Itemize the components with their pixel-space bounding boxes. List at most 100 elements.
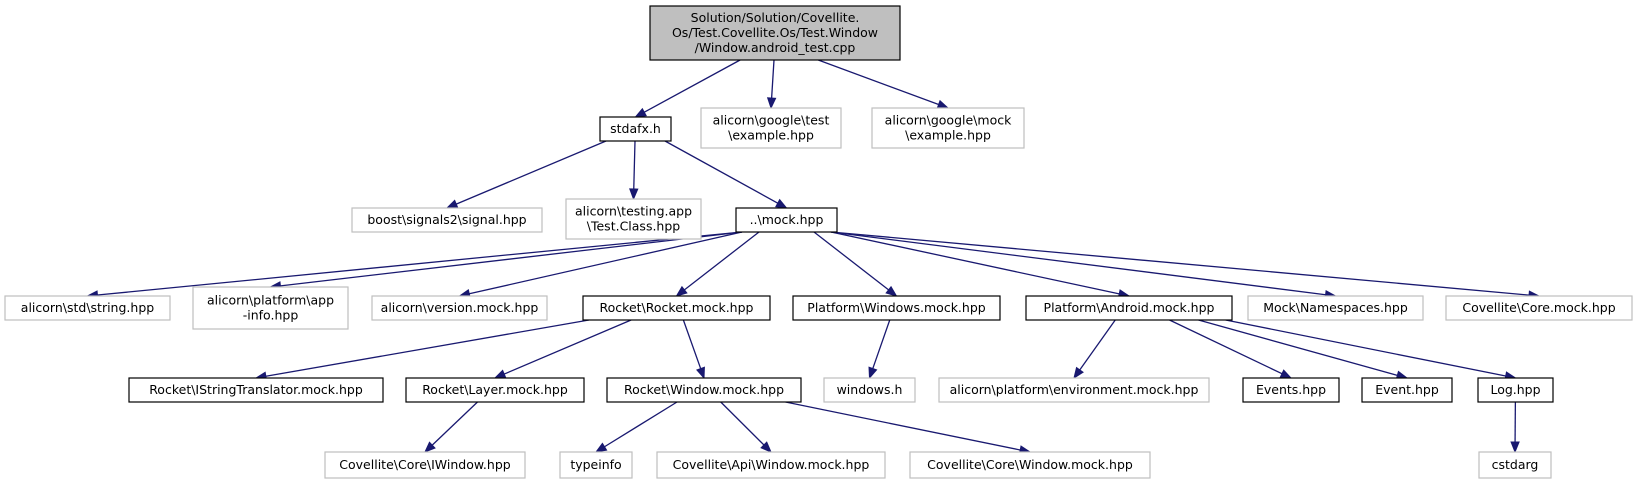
node-label: Covellite\Core\IWindow.hpp bbox=[339, 457, 510, 472]
node-box bbox=[351, 207, 543, 233]
edge-mock-to-rocket bbox=[684, 231, 760, 291]
node-box bbox=[1477, 377, 1554, 403]
edge-arrowhead bbox=[424, 441, 436, 453]
node-label: alicorn\testing.app bbox=[575, 204, 692, 219]
edge-rocket-to-rwindow bbox=[682, 319, 702, 369]
node-rocket[interactable]: Rocket\Rocket.mock.hpp bbox=[582, 295, 771, 321]
edge-mock-to-appinfo bbox=[280, 231, 743, 287]
node-label: boost\signals2\signal.hpp bbox=[367, 212, 526, 227]
node-label: Rocket\Rocket.mock.hpp bbox=[600, 300, 754, 315]
node-box bbox=[649, 5, 901, 61]
edge-android-to-log bbox=[1225, 319, 1506, 377]
node-layer[interactable]: Rocket\Layer.mock.hpp bbox=[405, 377, 585, 403]
edge-arrowhead bbox=[766, 97, 777, 110]
node-rwindow[interactable]: Rocket\Window.mock.hpp bbox=[606, 377, 802, 403]
node-label: Rocket\IStringTranslator.mock.hpp bbox=[149, 382, 363, 397]
edge-rwindow-to-apiwindow bbox=[720, 401, 765, 446]
edge-rocket-to-layer bbox=[503, 319, 632, 375]
node-label: /Window.android_test.cpp bbox=[695, 40, 856, 55]
node-stdafx[interactable]: stdafx.h bbox=[599, 116, 672, 142]
edge-rwindow-to-corewindow bbox=[785, 401, 1021, 451]
edge-rocket-to-istring bbox=[265, 319, 590, 377]
node-box bbox=[128, 377, 384, 403]
node-string[interactable]: alicorn\std\string.hpp bbox=[4, 295, 171, 321]
node-label: alicorn\google\mock bbox=[885, 113, 1012, 128]
edge-arrowhead bbox=[696, 366, 705, 380]
node-label: cstdarg bbox=[1492, 457, 1539, 472]
node-label: alicorn\std\string.hpp bbox=[21, 300, 154, 315]
node-label: Solution/Solution/Covellite. bbox=[691, 10, 860, 25]
node-log[interactable]: Log.hpp bbox=[1477, 377, 1554, 403]
node-box bbox=[192, 286, 349, 330]
node-label: Covellite\Api\Window.mock.hpp bbox=[673, 457, 870, 472]
node-testclass[interactable]: alicorn\testing.app\Test.Class.hpp bbox=[565, 198, 702, 240]
node-box bbox=[582, 295, 771, 321]
node-version[interactable]: alicorn\version.mock.hpp bbox=[371, 295, 548, 321]
node-appinfo[interactable]: alicorn\platform\app-info.hpp bbox=[192, 286, 349, 330]
edge-root-to-gmock bbox=[818, 59, 939, 106]
node-istring[interactable]: Rocket\IStringTranslator.mock.hpp bbox=[128, 377, 384, 403]
edge-arrowhead bbox=[634, 107, 647, 118]
node-iwindow[interactable]: Covellite\Core\IWindow.hpp bbox=[324, 451, 526, 479]
node-box bbox=[405, 377, 585, 403]
node-box bbox=[4, 295, 171, 321]
node-box bbox=[871, 107, 1025, 149]
edge-android-to-envmock bbox=[1079, 319, 1116, 371]
node-mock[interactable]: ..\mock.hpp bbox=[735, 207, 838, 233]
node-box bbox=[371, 295, 548, 321]
node-label: Os/Test.Covellite.Os/Test.Window bbox=[672, 25, 878, 40]
node-label: alicorn\google\test bbox=[713, 113, 830, 128]
node-corewindow[interactable]: Covellite\Core\Window.mock.hpp bbox=[909, 451, 1151, 479]
node-label: Events.hpp bbox=[1256, 382, 1326, 397]
node-gmock[interactable]: alicorn\google\mock\example.hpp bbox=[871, 107, 1025, 149]
node-label: Rocket\Layer.mock.hpp bbox=[422, 382, 568, 397]
node-winmock[interactable]: Platform\Windows.mock.hpp bbox=[792, 295, 1001, 321]
node-label: \example.hpp bbox=[728, 128, 814, 143]
edge-arrowhead bbox=[885, 285, 898, 297]
edge-arrowhead bbox=[629, 188, 639, 201]
node-root[interactable]: Solution/Solution/Covellite.Os/Test.Cove… bbox=[649, 5, 901, 61]
edge-mock-to-coremock bbox=[830, 231, 1530, 296]
edge-arrowhead bbox=[936, 99, 950, 109]
edge-arrowhead bbox=[445, 199, 459, 209]
edge-mock-to-version bbox=[469, 231, 743, 295]
node-label: ..\mock.hpp bbox=[750, 212, 824, 227]
node-android[interactable]: Platform\Android.mock.hpp bbox=[1025, 295, 1233, 321]
edge-root-to-stdafx bbox=[643, 59, 741, 113]
node-box bbox=[324, 451, 526, 479]
edge-arrowhead bbox=[493, 369, 507, 379]
edge-arrowhead bbox=[775, 198, 788, 209]
edge-arrowhead bbox=[1073, 366, 1084, 380]
node-apiwindow[interactable]: Covellite\Api\Window.mock.hpp bbox=[656, 451, 886, 479]
edge-winmock-to-windowsh bbox=[872, 319, 891, 369]
node-label: alicorn\version.mock.hpp bbox=[381, 300, 539, 315]
node-windowsh[interactable]: windows.h bbox=[823, 377, 916, 403]
node-box bbox=[735, 207, 838, 233]
node-box bbox=[1361, 377, 1453, 403]
edge-layer-to-iwindow bbox=[431, 401, 478, 446]
node-event[interactable]: Event.hpp bbox=[1361, 377, 1453, 403]
node-signal[interactable]: boost\signals2\signal.hpp bbox=[351, 207, 543, 233]
node-label: Platform\Android.mock.hpp bbox=[1044, 300, 1215, 315]
edge-arrowhead bbox=[1279, 369, 1293, 379]
node-typeinfo[interactable]: typeinfo bbox=[559, 451, 633, 479]
node-events[interactable]: Events.hpp bbox=[1242, 377, 1340, 403]
edge-mock-to-namespaces bbox=[830, 231, 1326, 296]
edge-android-to-events bbox=[1169, 319, 1283, 375]
node-gtest[interactable]: alicorn\google\test\example.hpp bbox=[700, 107, 842, 149]
node-box bbox=[1025, 295, 1233, 321]
edge-mock-to-string bbox=[97, 231, 743, 296]
edge-arrowhead bbox=[760, 441, 772, 453]
node-namespaces[interactable]: Mock\Namespaces.hpp bbox=[1247, 295, 1424, 321]
node-label: -info.hpp bbox=[243, 308, 299, 323]
node-cstdarg[interactable]: cstdarg bbox=[1478, 451, 1552, 479]
node-label: Rocket\Window.mock.hpp bbox=[624, 382, 784, 397]
node-envmock[interactable]: alicorn\platform\environment.mock.hpp bbox=[938, 377, 1210, 403]
edge-android-to-event bbox=[1198, 319, 1398, 376]
node-box bbox=[565, 198, 702, 240]
edge-arrowhead bbox=[594, 442, 608, 453]
node-label: Covellite\Core.mock.hpp bbox=[1462, 300, 1615, 315]
node-label: \example.hpp bbox=[905, 128, 991, 143]
edge-arrowhead bbox=[675, 285, 688, 297]
node-coremock[interactable]: Covellite\Core.mock.hpp bbox=[1445, 295, 1633, 321]
